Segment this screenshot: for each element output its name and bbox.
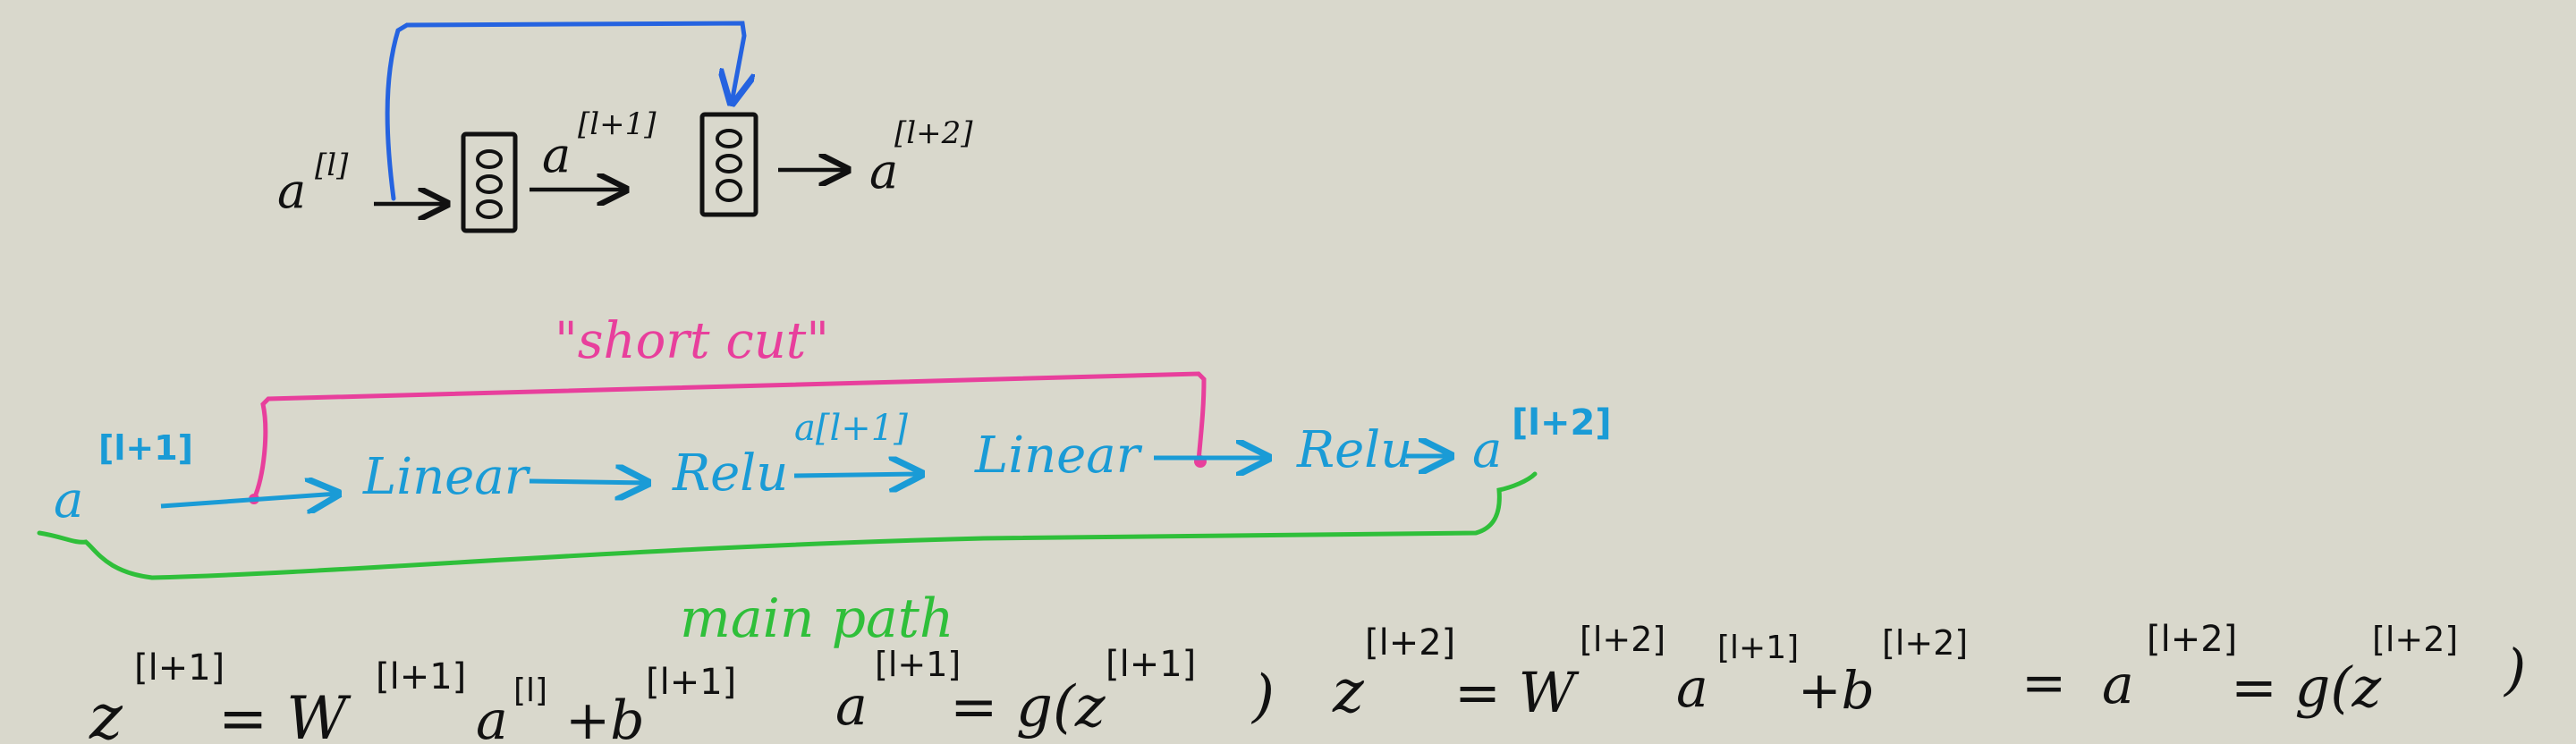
- eq2-rhs: = g(z: [950, 674, 1106, 740]
- eq3-lhs-sup: [l+2]: [1365, 622, 1455, 664]
- eq3-b: +b: [1798, 660, 1875, 721]
- eq2-close: ): [1250, 664, 1275, 730]
- top-output-label: a: [869, 143, 898, 199]
- chain-arrow-1: [160, 494, 338, 506]
- top-output-sup: [l+2]: [894, 115, 973, 151]
- eq1-b-sup: [l+1]: [646, 662, 736, 703]
- chain-output-sup: [l+2]: [1512, 402, 1612, 444]
- eq3-b-sup: [l+2]: [1882, 623, 1968, 663]
- top-network-diagram: a [l] a [l+1] a [l+2]: [277, 21, 973, 233]
- eq1-a-sup: [l]: [513, 672, 547, 709]
- eq2-lhs: a: [835, 675, 868, 738]
- eq1-lhs-sup: [l+1]: [134, 647, 225, 689]
- eq3-rhs: = W: [1454, 660, 1580, 725]
- eq2-rhs-sup: [l+1]: [1106, 644, 1196, 685]
- chain-output-label: a: [1472, 421, 1502, 479]
- chain-block-relu-1: Relu: [672, 444, 788, 503]
- eq3-a: a: [1676, 657, 1708, 720]
- top-mid-label: a: [542, 127, 571, 183]
- eq3-w-sup: [l+2]: [1580, 620, 1665, 659]
- layer2-neuron: [716, 179, 742, 202]
- eq4-lhs: a: [2102, 654, 2134, 716]
- eq1-lhs: z: [89, 681, 123, 744]
- eq4-lhs-sup: [l+2]: [2147, 619, 2237, 660]
- chain-input-sup: [l+1]: [98, 428, 193, 468]
- eq3-lhs: z: [1332, 657, 1365, 726]
- eq2-lhs-sup: [l+1]: [875, 645, 961, 684]
- chain-arrow-3: [793, 474, 921, 476]
- eq1-w-sup: [l+1]: [376, 656, 466, 698]
- eq4-rhs: = g(z: [2231, 655, 2382, 720]
- layer2-box: [699, 112, 758, 217]
- layer1-box: [461, 131, 518, 233]
- main-path-curve: [37, 471, 1538, 580]
- chain-arrow-2: [529, 481, 648, 483]
- eq3-a-sup: [l+1]: [1717, 630, 1799, 666]
- shortcut-path: [251, 371, 1207, 502]
- eq4-close: ): [2503, 637, 2526, 702]
- eq4-rhs-sup: [l+2]: [2372, 620, 2458, 659]
- main-path-label: main path: [680, 588, 954, 650]
- equations: z [l+1] = W [l+1] a [l] +b [l+1] a [l+1]…: [89, 619, 2526, 744]
- chain-block-relu-2: Relu: [1296, 421, 1412, 479]
- chain-input-label: a: [54, 471, 83, 529]
- main-chain: a [l+1] Linear Relu a[l+1] Linear Relu a…: [54, 402, 1612, 529]
- shortcut-label: "short cut": [555, 312, 829, 370]
- chain-block-linear-2: Linear: [974, 427, 1143, 485]
- eq3-eq: =: [2021, 652, 2066, 714]
- chain-mid-label: a[l+1]: [794, 408, 908, 449]
- layer2-neuron: [716, 129, 742, 148]
- layer1-neuron: [476, 199, 503, 219]
- top-skip-connection: [385, 21, 744, 201]
- eq1-b: +b: [565, 689, 645, 744]
- chain-block-linear-1: Linear: [362, 448, 531, 506]
- layer1-neuron: [476, 174, 503, 194]
- eq1-rhs: = W: [218, 684, 352, 744]
- top-mid-sup: [l+1]: [578, 106, 657, 142]
- eq1-a: a: [476, 689, 508, 744]
- layer1-neuron: [476, 149, 503, 169]
- layer2-neuron: [716, 154, 742, 173]
- top-input-label: a: [277, 163, 306, 219]
- top-input-sup: [l]: [315, 148, 349, 183]
